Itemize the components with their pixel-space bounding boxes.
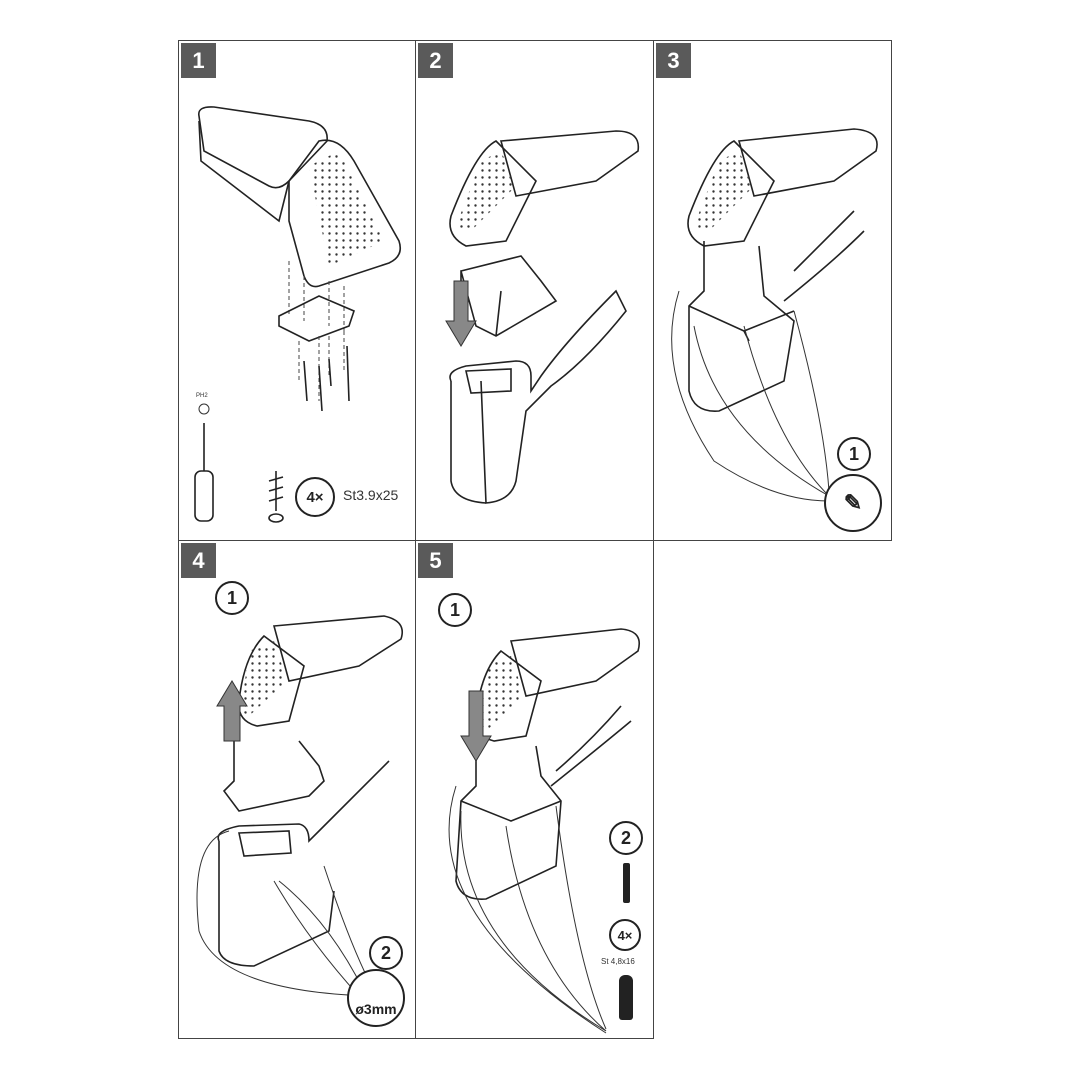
step-number-badge: 1 (181, 43, 216, 78)
screw-icon (619, 975, 633, 1020)
step-number-badge: 5 (418, 543, 453, 578)
callout-number: 1 (438, 593, 472, 627)
screw-spec-label: St3.9x25 (343, 487, 399, 503)
down-arrow-icon (460, 690, 492, 762)
step-number-badge: 3 (656, 43, 691, 78)
step-1-panel: 1 PH2 4× St3.9x25 (178, 40, 416, 541)
screw-icon (268, 471, 284, 523)
armrest-base-illustration (445, 130, 640, 504)
armrest-assembly-illustration (194, 106, 402, 523)
callout-number: 1 (215, 581, 249, 615)
quantity-badge: 4× (295, 477, 335, 517)
screwdriver-bit-icon (623, 863, 630, 903)
armrest-final-fix-illustration (448, 628, 640, 1034)
down-arrow-icon (445, 280, 477, 347)
step-number-badge: 4 (181, 543, 216, 578)
up-arrow-icon (216, 680, 248, 742)
screw-spec-label: St 4,8x16 (601, 957, 635, 966)
callout-number: 2 (609, 821, 643, 855)
armrest-removal-illustration (196, 615, 403, 997)
quantity-badge: 4× (609, 919, 641, 951)
step-5-panel: 5 1 2 4× St 4,8x16 (415, 540, 654, 1039)
drill-size-label: ø3mm (355, 1001, 397, 1017)
armrest-mounted-illustration (671, 128, 878, 502)
step-number-badge: 2 (418, 43, 453, 78)
callout-number: 2 (369, 936, 403, 970)
screw-icon (303, 345, 350, 412)
step-2-panel: 2 (415, 40, 654, 541)
clip-tool-icon: ✎ (824, 474, 882, 532)
callout-number: 1 (837, 437, 871, 471)
screwdriver-icon (194, 403, 214, 522)
tool-size-label: PH2 (196, 393, 208, 399)
step-3-panel: 3 1 ✎ (653, 40, 892, 541)
step-4-panel: 4 1 2 ø3mm (178, 540, 416, 1039)
drill-bit-icon: ø3mm (347, 969, 405, 1027)
